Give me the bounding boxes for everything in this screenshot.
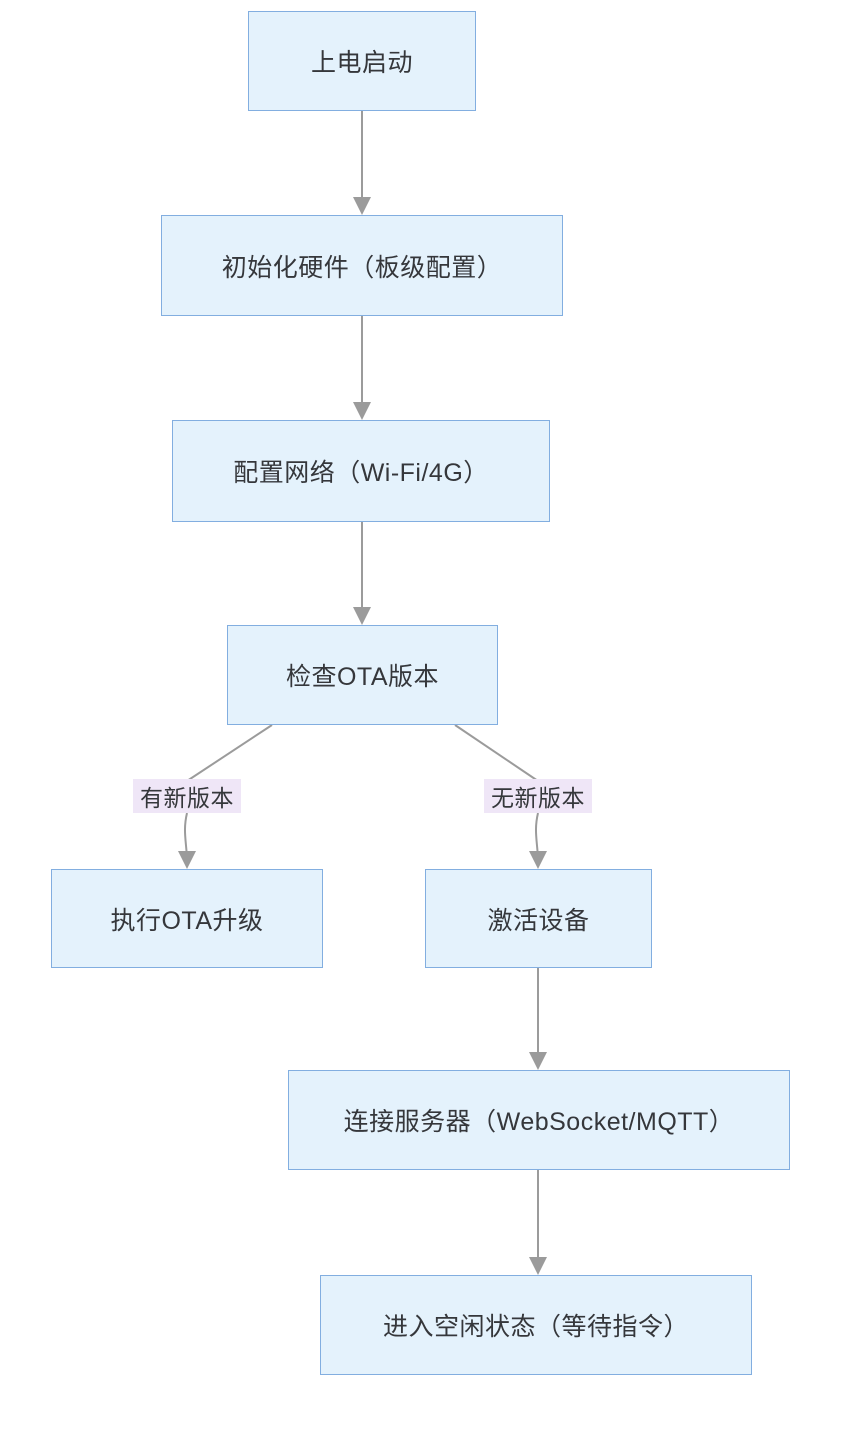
- node-check-ota-version-label: 检查OTA版本: [285, 663, 440, 691]
- node-enter-idle-state[interactable]: 进入空闲状态（等待指令）: [320, 1275, 752, 1375]
- edge-init-hw-to-config-net: [353, 316, 371, 420]
- node-init-hardware[interactable]: 初始化硬件（板级配置）: [161, 215, 563, 316]
- node-config-network[interactable]: 配置网络（Wi-Fi/4G）: [172, 420, 550, 522]
- node-config-network-label: 配置网络（Wi-Fi/4G）: [233, 459, 489, 487]
- node-activate-device-label: 激活设备: [487, 906, 590, 935]
- node-power-on-label: 上电启动: [310, 49, 413, 77]
- node-enter-idle-state-label: 进入空闲状态（等待指令）: [382, 1313, 689, 1341]
- edge-config-net-to-check-ota: [353, 522, 371, 625]
- node-activate-device[interactable]: 激活设备: [425, 869, 652, 968]
- edge-connect-srv-to-idle: [529, 1170, 547, 1275]
- edge-label-has-new-version: 有新版本: [133, 779, 241, 813]
- node-power-on[interactable]: 上电启动: [248, 11, 476, 111]
- node-connect-server[interactable]: 连接服务器（WebSocket/MQTT）: [288, 1070, 790, 1170]
- node-perform-ota-upgrade-label: 执行OTA升级: [110, 906, 264, 935]
- edge-power-on-to-init-hw: [353, 111, 371, 215]
- edge-label-no-new-version: 无新版本: [484, 779, 592, 813]
- node-connect-server-label: 连接服务器（WebSocket/MQTT）: [343, 1108, 735, 1136]
- edge-activate-to-connect-srv: [529, 968, 547, 1070]
- node-check-ota-version[interactable]: 检查OTA版本: [227, 625, 498, 725]
- node-perform-ota-upgrade[interactable]: 执行OTA升级: [51, 869, 323, 968]
- edge-label-no-new-version-text: 无新版本: [491, 785, 585, 811]
- edge-label-has-new-version-text: 有新版本: [140, 785, 234, 811]
- node-init-hardware-label: 初始化硬件（板级配置）: [221, 253, 503, 282]
